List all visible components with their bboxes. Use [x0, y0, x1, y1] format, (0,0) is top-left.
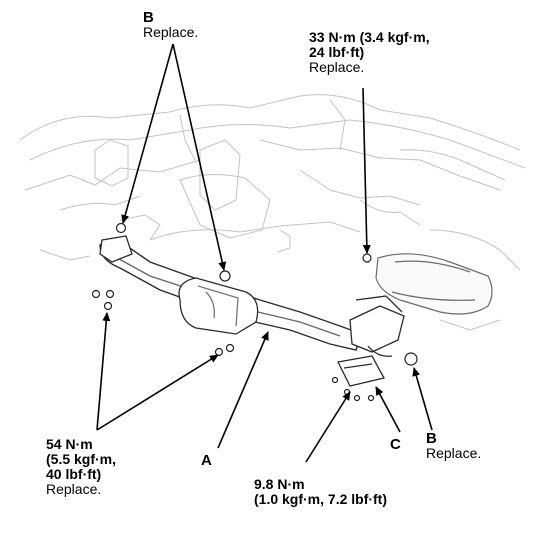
heat-shield [375, 253, 493, 315]
rear-joint [349, 295, 405, 357]
callout-b-top-letter: B [143, 9, 154, 26]
front-flange [99, 235, 133, 263]
torque-9-8-line2: (1.0 kgf·m, 7.2 lbf·ft) [254, 491, 388, 507]
gasket-b-mid [219, 270, 231, 282]
torque-9-8-line1: 9.8 N·m [254, 476, 305, 492]
torque-33-line2: 24 lbf·ft) [309, 44, 365, 60]
callout-b-top-note: Replace. [143, 24, 199, 40]
background-chassis [19, 94, 526, 331]
callout-b-right-note: Replace. [426, 445, 482, 461]
callout-c: C [390, 436, 401, 453]
torque-54-line3: 40 lbf·ft) [46, 466, 102, 482]
leader-arrows [96, 43, 433, 463]
callout-torque-9-8: 9.8 N·m (1.0 kgf·m, 7.2 lbf·ft) [254, 477, 387, 507]
gasket-b-right [404, 352, 418, 366]
callout-b-right: B Replace. [426, 431, 481, 461]
torque-54-line1: 54 N·m [46, 436, 93, 452]
callout-torque-54: 54 N·m (5.5 kgf·m, 40 lbf·ft) Replace. [46, 437, 116, 497]
torque-54-line2: (5.5 kgf·m, [46, 451, 117, 467]
nut-33 [362, 253, 372, 263]
torque-54-note: Replace. [46, 481, 102, 497]
callout-torque-33: 33 N·m (3.4 kgf·m, 24 lbf·ft) Replace. [309, 30, 430, 75]
gasket-b-left [115, 222, 127, 234]
torque-33-line1: 33 N·m (3.4 kgf·m, [309, 29, 430, 45]
torque-33-note: Replace. [309, 59, 365, 75]
bracket-c [337, 355, 385, 387]
callout-b-top: B Replace. [143, 10, 198, 40]
callout-b-right-letter: B [426, 430, 437, 447]
callout-a: A [201, 452, 212, 469]
catalytic-converter [178, 277, 259, 335]
